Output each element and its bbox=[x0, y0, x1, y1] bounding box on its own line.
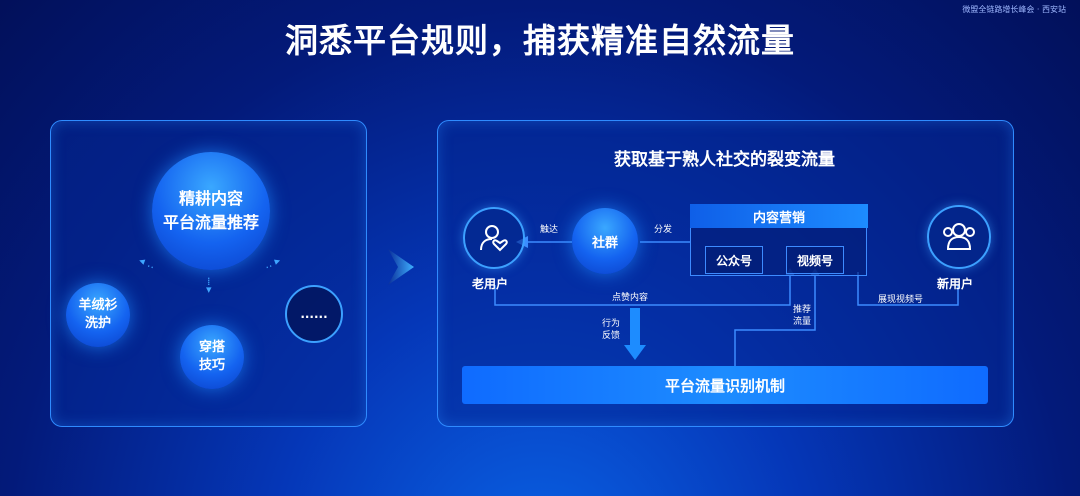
community-label: 社群 bbox=[591, 235, 618, 251]
topic-circle-more: ...... bbox=[285, 285, 343, 343]
recommend-traffic-label: 推荐 流量 bbox=[793, 304, 811, 328]
like-content-label: 点赞内容 bbox=[612, 293, 649, 303]
show-channels-label: 展现视频号 bbox=[878, 295, 924, 305]
right-panel-heading: 获取基于熟人社交的裂变流量 bbox=[614, 150, 835, 170]
chevron-arrow-icon bbox=[388, 249, 414, 285]
arrow-to-topic-2: ⁞▾ bbox=[206, 275, 212, 296]
topic-circle-1: 羊绒衫 洗护 bbox=[66, 283, 130, 347]
old-user-icon bbox=[463, 207, 525, 269]
distribute-label: 分发 bbox=[654, 225, 673, 235]
behavior-feedback-line2: 反馈 bbox=[602, 331, 621, 341]
new-user-label: 新用户 bbox=[937, 277, 974, 291]
behavior-feedback-line1: 行为 bbox=[602, 319, 621, 329]
channels-label: 视频号 bbox=[796, 253, 833, 268]
platform-recognition-bar: 平台流量识别机制 bbox=[462, 366, 988, 404]
user-heart-icon bbox=[480, 225, 508, 252]
channels-box: 视频号 bbox=[786, 246, 844, 274]
page-title: 洞悉平台规则，捕获精准自然流量 bbox=[285, 21, 795, 60]
content-marketing-label: 内容营销 bbox=[752, 210, 805, 226]
center-circle-line1: 精耕内容 bbox=[178, 189, 243, 208]
platform-recognition-label: 平台流量识别机制 bbox=[664, 376, 785, 395]
topic-circle-2: 穿搭 技巧 bbox=[180, 325, 244, 389]
content-marketing-header: 内容营销 bbox=[690, 204, 868, 228]
topic-1-line2: 洗护 bbox=[84, 316, 111, 331]
new-user-icon bbox=[927, 205, 991, 269]
official-account-label: 公众号 bbox=[715, 253, 752, 268]
users-icon bbox=[943, 223, 975, 250]
community-circle: 社群 bbox=[572, 208, 638, 274]
topic-2-line1: 穿搭 bbox=[198, 340, 225, 355]
topic-more-label: ...... bbox=[300, 307, 328, 321]
official-account-box: 公众号 bbox=[705, 246, 763, 274]
reach-label: 触达 bbox=[540, 225, 559, 235]
topic-2-line2: 技巧 bbox=[198, 358, 225, 373]
center-circle: 精耕内容 平台流量推荐 bbox=[152, 152, 270, 270]
recommend-traffic-line1: 推荐 bbox=[793, 305, 812, 315]
center-circle-line2: 平台流量推荐 bbox=[162, 213, 259, 232]
old-user-label: 老用户 bbox=[472, 277, 509, 291]
topic-1-line1: 羊绒衫 bbox=[78, 298, 118, 313]
behavior-feedback-label: 行为 反馈 bbox=[602, 318, 620, 342]
recommend-traffic-line2: 流量 bbox=[793, 317, 812, 327]
event-tag: 微盟全链路增长峰会 · 西安站 bbox=[962, 5, 1066, 14]
